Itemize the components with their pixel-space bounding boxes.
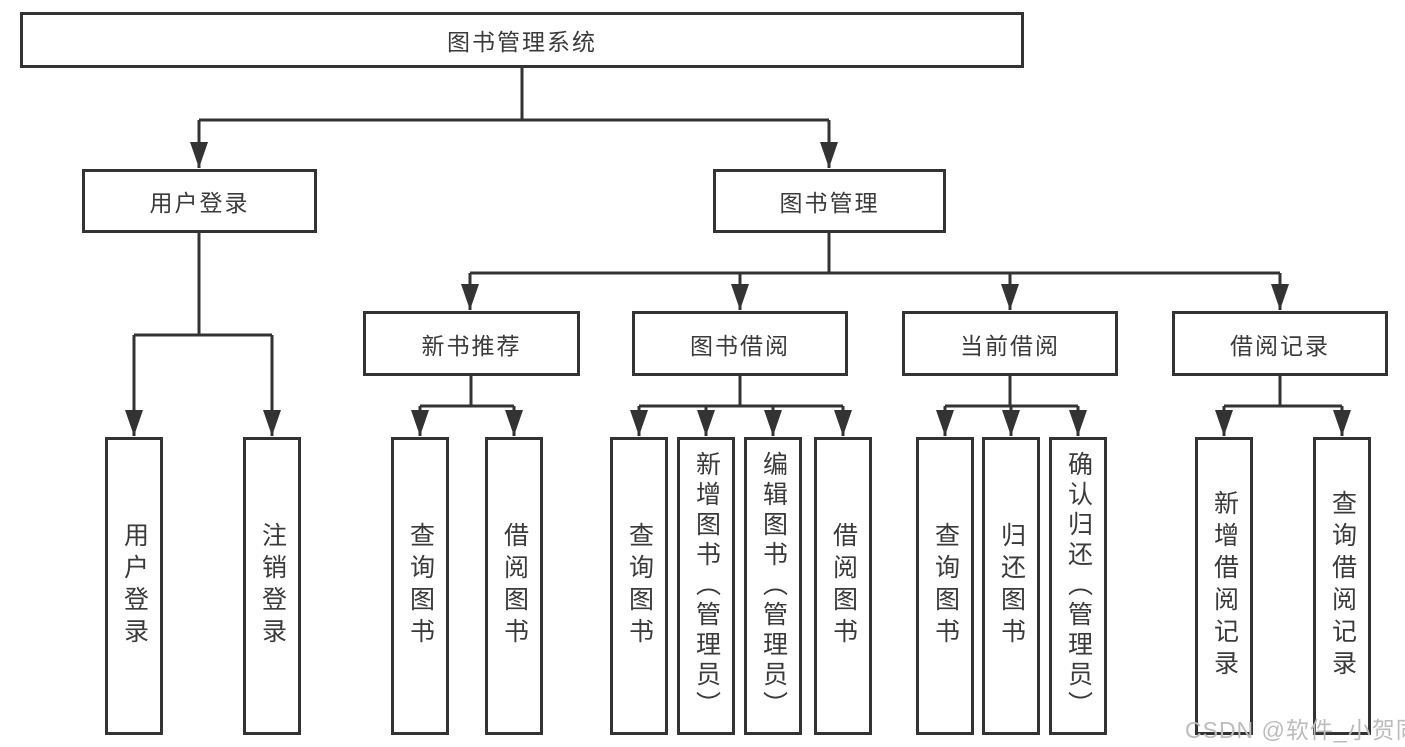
leaf-bb-add-books: 新增图书（管理员） <box>677 437 735 735</box>
edge-user-login-branch <box>134 233 272 337</box>
node-new-books: 新书推荐 <box>363 311 580 376</box>
leaf-user-login: 用户登录 <box>105 437 163 735</box>
edge-book-mgmt-branch <box>470 233 1280 275</box>
node-user-login: 用户登录 <box>82 169 317 233</box>
edge-current-borrow-branch <box>945 376 1078 408</box>
leaf-bb-borrow-books: 借阅图书 <box>814 437 872 735</box>
leaf-br-query-record: 查询借阅记录 <box>1313 437 1371 735</box>
edge-borrow-records-branch <box>1224 376 1342 408</box>
node-root: 图书管理系统 <box>20 12 1024 68</box>
leaf-nb-query-books: 查询图书 <box>391 437 449 735</box>
leaf-br-add-record: 新增借阅记录 <box>1195 437 1253 735</box>
edge-new-books-branch <box>420 376 514 408</box>
leaf-bb-query-books: 查询图书 <box>610 437 668 735</box>
node-book-mgmt: 图书管理 <box>713 169 946 233</box>
node-current-borrow: 当前借阅 <box>902 311 1118 376</box>
leaf-bb-edit-books: 编辑图书（管理员） <box>744 437 802 735</box>
node-borrow-records: 借阅记录 <box>1172 311 1388 376</box>
leaf-nb-borrow-books: 借阅图书 <box>485 437 543 735</box>
leaf-logout: 注销登录 <box>243 437 301 735</box>
leaf-cb-return-books: 归还图书 <box>982 437 1040 735</box>
leaf-cb-confirm-return: 确认归还（管理员） <box>1049 437 1107 735</box>
watermark: CSDN @软件_小贺同学 <box>1185 717 1405 743</box>
leaf-cb-query-books: 查询图书 <box>916 437 974 735</box>
edge-root-branch <box>199 68 829 122</box>
node-book-borrow: 图书借阅 <box>632 311 848 376</box>
edge-book-borrow-branch <box>639 376 843 408</box>
